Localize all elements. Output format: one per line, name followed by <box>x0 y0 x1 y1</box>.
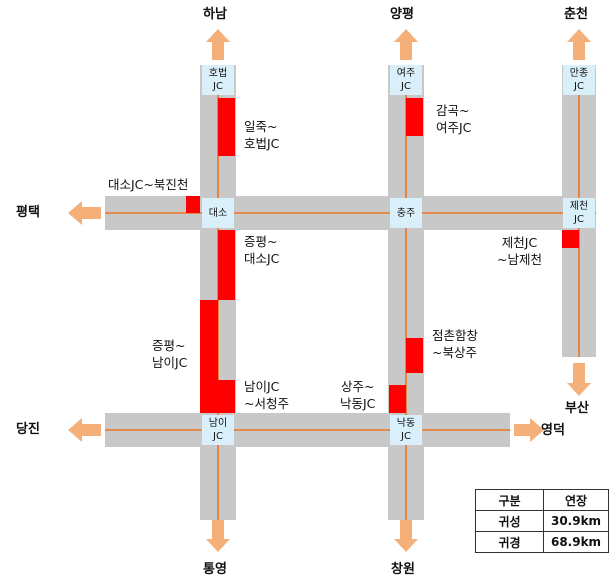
segment-label-line: 제천JC <box>501 235 538 250</box>
table-header-cell: 연장 <box>543 489 609 511</box>
segment-label-jeungpyeong-daeso: 증평~ 대소JC <box>244 233 279 267</box>
node-label: 남이 <box>208 418 228 429</box>
arrow-up-icon <box>206 29 230 60</box>
direction-label-hanam: 하남 <box>203 7 227 22</box>
direction-label-yeongdeok: 영덕 <box>541 423 565 438</box>
congestion-jeungpyeong-nami <box>200 300 218 413</box>
segment-label-gamgok-yeoju: 감곡~ 여주JC <box>436 102 471 136</box>
segment-label-line: 여주JC <box>436 120 472 135</box>
direction-label-tongyeong: 통영 <box>203 562 227 577</box>
arrow-right-icon <box>514 418 544 442</box>
segment-label-line: ~북상주 <box>432 345 477 360</box>
table-header-row: 구분 연장 <box>474 489 609 511</box>
node-label: JC <box>213 81 223 92</box>
direction-label-yangpyeong: 양평 <box>390 7 414 22</box>
segment-label-line: ~서청주 <box>244 396 289 411</box>
segment-label-sangju-nakdong: 상주~ 낙동JC <box>340 378 375 412</box>
direction-label-dangjin: 당진 <box>16 422 40 437</box>
segment-label-line: 대소JC <box>244 251 280 266</box>
segment-label-line: 남이JC <box>152 355 188 370</box>
node-label: JC <box>213 431 223 442</box>
segment-label-jeungpyeong-nami: 증평~ 남이JC <box>152 337 187 371</box>
arrow-left-icon <box>68 201 101 225</box>
table-row: 귀경 68.9km <box>474 531 609 553</box>
node-nami-jc: 남이 JC <box>202 415 234 445</box>
segment-label-line: 호법JC <box>244 136 280 151</box>
arrow-left-icon <box>68 418 101 442</box>
congestion-daeso-bukjincheon <box>186 196 200 213</box>
direction-label-pyeongtaek: 평택 <box>16 205 40 220</box>
node-label: JC <box>401 431 411 442</box>
node-label: JC <box>574 214 584 225</box>
segment-label-line: ~남제천 <box>497 252 542 267</box>
arrow-down-icon <box>206 520 230 552</box>
segment-label-jeomchon-bugsangju: 점촌함창 ~북상주 <box>432 327 478 361</box>
congestion-jeomchon-bugsangju <box>406 338 423 373</box>
congestion-segments <box>186 98 579 413</box>
segment-label-nami-seocheongju: 남이JC ~서청주 <box>244 378 289 412</box>
congestion-jeungpyeong-daeso <box>218 230 235 300</box>
node-label: 호법 <box>208 68 228 79</box>
segment-label-line: 증평~ <box>152 338 186 353</box>
table-row: 귀성 30.9km <box>474 510 609 532</box>
node-chungju: 충주 <box>390 198 422 228</box>
segment-label-daeso-bukjincheon: 대소JC~북진천 <box>108 176 188 193</box>
segment-label-line: 남이JC <box>244 379 280 394</box>
road-centerlines <box>105 90 596 520</box>
direction-label-busan: 부산 <box>565 401 589 416</box>
direction-label-chuncheon: 춘천 <box>564 7 588 22</box>
node-label: JC <box>401 81 411 92</box>
table-cell: 귀경 <box>474 531 545 553</box>
table-header-cell: 구분 <box>474 489 545 511</box>
segment-label-line: 감곡~ <box>436 103 470 118</box>
node-label: JC <box>574 81 584 92</box>
congestion-jecheon-namjecheon <box>562 230 579 248</box>
node-label: 대소 <box>208 207 228 219</box>
node-label: 여주 <box>396 68 416 79</box>
segment-label-line: 점촌함창 <box>432 328 479 343</box>
direction-label-changwon: 창원 <box>391 562 415 577</box>
segment-label-line: 증평~ <box>244 234 278 249</box>
table-cell: 30.9km <box>543 510 609 532</box>
congestion-iljuk-hobeop <box>218 98 235 156</box>
arrow-up-icon <box>394 29 418 60</box>
node-yeoju-jc: 여주 JC <box>390 65 422 95</box>
node-hobeop-jc: 호법 JC <box>202 65 234 95</box>
congestion-gamgok-yeoju <box>406 98 423 136</box>
segment-label-line: 일죽~ <box>244 119 278 134</box>
table-cell: 귀성 <box>474 510 545 532</box>
node-label: 충주 <box>396 207 416 219</box>
road-corridors <box>105 65 596 520</box>
segment-label-iljuk-hobeop: 일죽~ 호법JC <box>244 118 279 152</box>
congestion-nami-seocheongju <box>218 380 235 413</box>
node-daeso: 대소 <box>202 198 234 228</box>
congestion-sangju-nakdong <box>389 385 406 413</box>
arrow-up-icon <box>567 29 591 60</box>
segment-label-line: 낙동JC <box>340 396 376 411</box>
arrow-down-icon <box>567 363 591 396</box>
segment-label-jecheon-namjecheon: 제천JC ~남제천 <box>497 234 542 268</box>
node-nakdong-jc: 낙동 JC <box>390 415 422 445</box>
node-label: 제천 <box>569 201 589 212</box>
segment-label-line: 상주~ <box>340 379 375 394</box>
node-jecheon-jc: 제천 JC <box>563 198 595 228</box>
node-manjong-jc: 만종 JC <box>563 65 595 95</box>
arrow-down-icon <box>394 520 418 552</box>
direction-arrows <box>68 29 591 552</box>
node-label: 만종 <box>569 68 589 79</box>
segment-label-line: 대소JC~북진천 <box>108 177 189 192</box>
node-label: 낙동 <box>396 418 416 429</box>
table-cell: 68.9km <box>543 531 609 553</box>
congestion-length-table: 구분 연장 귀성 30.9km 귀경 68.9km <box>474 489 609 553</box>
